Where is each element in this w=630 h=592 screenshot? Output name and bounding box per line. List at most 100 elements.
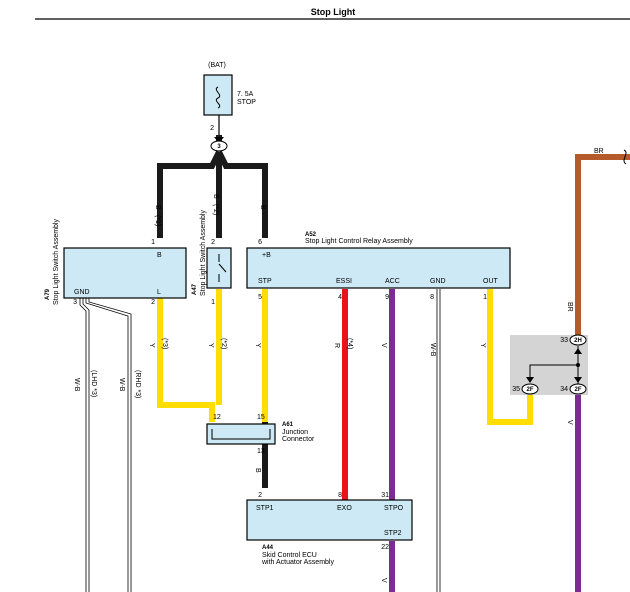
purple-wires [389, 289, 581, 592]
ecu-a44-box [246, 499, 413, 541]
pin-2h-label: 2H [574, 338, 582, 344]
a61-pin-13: 13 [257, 448, 265, 455]
junction-a61-line1: Junction [282, 429, 308, 436]
wire-label-v3: V [566, 420, 573, 425]
ecu-a44-code: A44 [262, 545, 274, 551]
relay-a52-code: A52 [305, 232, 317, 238]
wire-note-lhd: (LHD *3) [90, 370, 97, 397]
switch-a79-box [63, 247, 187, 299]
wire-label-y1: Y [148, 343, 155, 348]
ecu-pin-stp2-num: 22 [381, 544, 389, 551]
a79-pin-gnd: GND [74, 289, 90, 296]
ecu-a44-line2: with Actuator Assembly [261, 559, 334, 566]
pin-2f-left-num: 35 [512, 386, 520, 393]
a79-pin-b: B [157, 252, 162, 259]
wire-note-5: (*4) [346, 338, 353, 349]
splice-junction [210, 140, 228, 152]
fuse-box [203, 74, 233, 116]
relay-pin-gnd-num: 8 [430, 294, 434, 301]
a47-pin-top: 2 [211, 239, 215, 246]
arrow-down-icon [526, 377, 534, 383]
ecu-pin-stp2: STP2 [384, 530, 402, 537]
a79-pin-l-num: 2 [151, 299, 155, 306]
a61-pin-15: 15 [257, 414, 265, 421]
wire-label-b4: B [254, 468, 261, 473]
arrow-down-icon [574, 377, 582, 383]
relay-pin-out: OUT [483, 278, 499, 285]
wire-label-b2: B [212, 194, 219, 199]
wire-label-br2: BR [594, 148, 604, 155]
pin-2f-right-label: 2F [574, 387, 581, 393]
relay-pin-out-num: 1 [483, 294, 487, 301]
break-icon [623, 149, 627, 165]
a47-pin-bottom: 1 [211, 299, 215, 306]
wire-note-4: (*2) [220, 338, 227, 349]
wire-note-2: (*2) [212, 204, 219, 215]
pin-2h-marker [569, 334, 587, 346]
relay-pin-gnd: GND [430, 278, 446, 285]
wire-label-y2: Y [207, 343, 214, 348]
junction-a61-box [206, 423, 276, 445]
fuse-icon [215, 86, 221, 109]
wire-label-y3: Y [254, 343, 261, 348]
wire-note-rhd: (RHD *3) [134, 370, 141, 398]
relay-pin-b: +B [262, 252, 271, 259]
switch-a47-blade [218, 263, 227, 273]
ecu-pin-stpo-num: 31 [381, 492, 389, 499]
ecu-pin-stp1-num: 2 [258, 492, 262, 499]
ecu-a44-line1: Skid Control ECU [262, 552, 317, 559]
wire-label-v2: V [380, 578, 387, 583]
wire-label-b1: B [154, 205, 161, 210]
junction-a61-code: A61 [282, 422, 294, 428]
switch-a79-name: Stop Light Switch Assembly [53, 219, 60, 305]
switch-a79-code: A79 [45, 288, 51, 300]
relay-a52-name: Stop Light Control Relay Assembly [305, 238, 413, 245]
a79-pin-l: L [157, 289, 161, 296]
connector-node [576, 363, 580, 367]
pin-2f-right-num: 34 [560, 386, 568, 393]
relay-pin-acc: ACC [385, 278, 400, 285]
a61-pin-12: 12 [213, 414, 221, 421]
page-title: Stop Light [311, 7, 356, 17]
fuse-pin: 2 [210, 125, 214, 132]
pin-2f-left-label: 2F [526, 387, 533, 393]
ecu-pin-stpo: STPO [384, 505, 404, 512]
junction-a61-bus [211, 429, 271, 440]
wire-label-br1: BR [566, 302, 573, 312]
pin-2h-num: 33 [560, 337, 568, 344]
a79-pin-gnd-num: 3 [73, 299, 77, 306]
pin-2f-right-marker [569, 383, 587, 395]
pin-2f-left-marker [521, 383, 539, 395]
wire-label-wb2: W-B [73, 378, 80, 392]
a79-pin-b-num: 1 [151, 239, 155, 246]
fuse-name: STOP [237, 99, 256, 106]
wire-note-3: (*3) [161, 338, 168, 349]
splice-label: 3 [217, 144, 221, 150]
relay-a52-box [246, 247, 511, 289]
fuse-rating: 7. 5A [237, 91, 254, 98]
relay-pin-stp-num: 5 [258, 294, 262, 301]
yellow-wires [157, 289, 533, 425]
relay-pin-essi-num: 4 [338, 294, 342, 301]
ecu-pin-stp1: STP1 [256, 505, 274, 512]
wire-label-wb1: W-B [429, 343, 436, 357]
arrow-icon [214, 137, 224, 143]
ecu-pin-exo-num: 8 [338, 492, 342, 499]
relay-pin-b-num: 6 [258, 239, 262, 246]
relay-pin-acc-num: 9 [385, 294, 389, 301]
wire-note-1: (*1) [154, 215, 161, 226]
bat-label: (BAT) [208, 62, 226, 69]
wire-label-b3: B [259, 205, 266, 210]
connector-bus-branch [529, 364, 578, 382]
ecu-pin-exo: EXO [337, 505, 352, 512]
junction-a61-line2: Connector [282, 436, 315, 443]
relay-pin-stp: STP [258, 278, 272, 285]
wire-label-wb3: W-B [118, 378, 125, 392]
wire-label-y4: Y [479, 343, 486, 348]
wire-label-v1: V [380, 343, 387, 348]
switch-a47-name: Stop Light Switch Assembly [200, 210, 207, 296]
wire-label-r: R [333, 343, 340, 348]
brown-wire [575, 154, 630, 335]
arrow-up-icon [574, 348, 582, 354]
